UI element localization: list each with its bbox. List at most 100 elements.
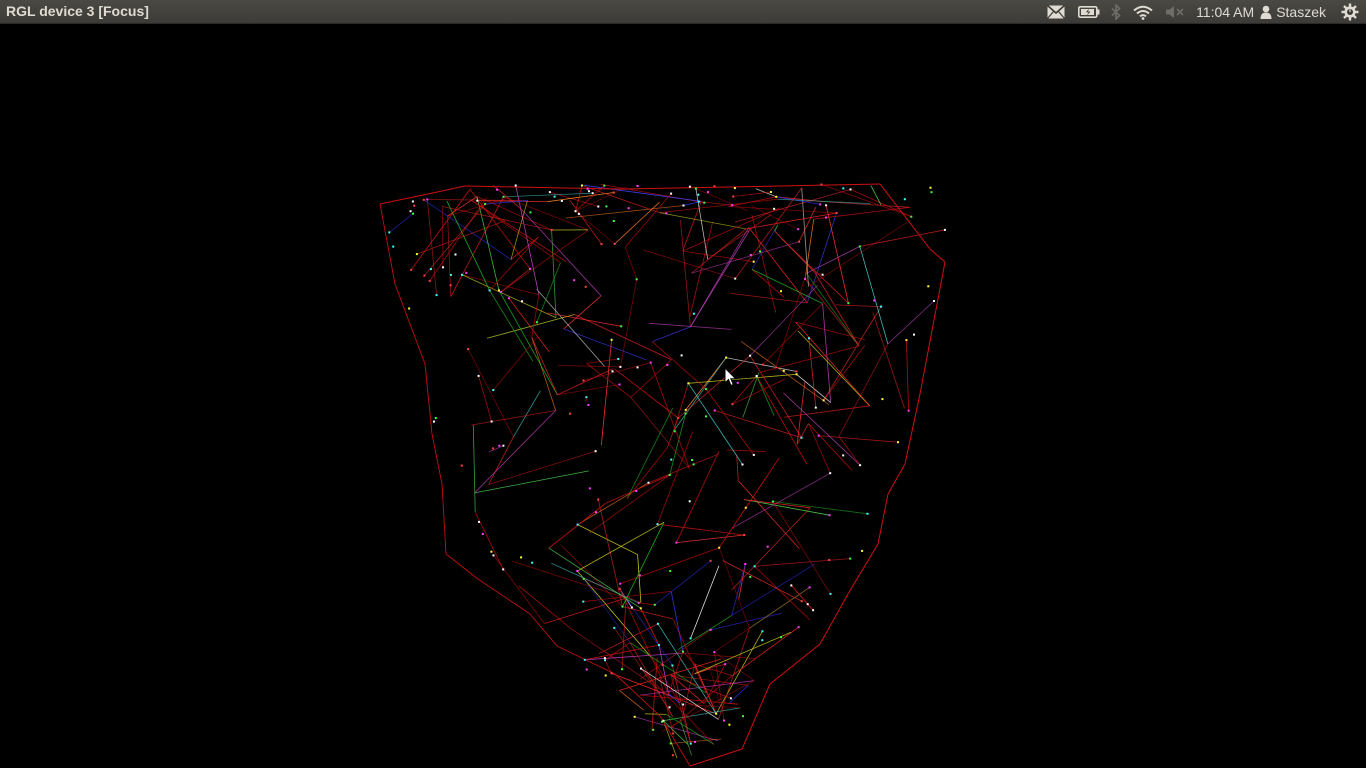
graph-edge bbox=[379, 203, 396, 285]
graph-node bbox=[411, 200, 414, 203]
wifi-icon[interactable] bbox=[1126, 0, 1160, 24]
graph-node bbox=[671, 754, 674, 757]
graph-edge bbox=[673, 357, 727, 432]
graph-edge bbox=[714, 587, 810, 653]
graph-node bbox=[649, 361, 652, 364]
graph-node bbox=[903, 198, 906, 201]
graph-edge bbox=[510, 236, 539, 260]
graph-edge bbox=[663, 720, 689, 745]
graph-edge bbox=[818, 435, 899, 443]
graph-edge bbox=[728, 206, 837, 214]
graph-node bbox=[604, 674, 607, 677]
graph-node bbox=[665, 212, 668, 215]
battery-icon[interactable] bbox=[1072, 0, 1106, 24]
graph-edge bbox=[756, 375, 775, 416]
graph-edge bbox=[731, 507, 811, 591]
graph-edge bbox=[705, 388, 755, 456]
mail-icon[interactable] bbox=[1040, 0, 1072, 24]
graph-edge bbox=[626, 447, 668, 499]
graph-node bbox=[755, 375, 758, 377]
graph-edge bbox=[689, 748, 743, 767]
graph-edge bbox=[619, 658, 722, 691]
bluetooth-icon[interactable] bbox=[1106, 0, 1126, 24]
graph-node bbox=[677, 417, 680, 419]
graph-edge bbox=[529, 613, 558, 647]
graph-node bbox=[520, 556, 523, 559]
window-title: RGL device 3 [Focus] bbox=[6, 3, 149, 19]
graph-node bbox=[492, 554, 495, 557]
graph-edge bbox=[598, 623, 659, 655]
graph-edge bbox=[703, 663, 726, 704]
graph-node bbox=[618, 587, 621, 590]
graph-edge bbox=[659, 198, 778, 214]
graph-edge bbox=[583, 184, 702, 202]
graph-node bbox=[668, 474, 671, 476]
graph-edge bbox=[416, 220, 506, 255]
graph-edge bbox=[619, 588, 669, 695]
graph-node bbox=[574, 210, 577, 213]
graph-edge bbox=[670, 591, 684, 652]
graph-node bbox=[594, 450, 597, 453]
graph-node bbox=[569, 412, 571, 415]
graph-node bbox=[808, 586, 811, 589]
graph-node bbox=[449, 273, 452, 276]
graph-edge bbox=[586, 358, 619, 364]
user-menu[interactable]: Staszek bbox=[1260, 0, 1334, 24]
graph-node bbox=[769, 191, 772, 193]
graph-node bbox=[682, 204, 685, 207]
graph-edge bbox=[557, 384, 620, 396]
graph-node bbox=[476, 199, 479, 202]
graph-edge bbox=[442, 206, 552, 231]
graph-node bbox=[694, 187, 697, 190]
graph-edge bbox=[682, 201, 702, 252]
graph-node bbox=[669, 742, 672, 745]
graph-node bbox=[742, 715, 744, 718]
graph-edge bbox=[669, 413, 686, 476]
graph-node bbox=[388, 231, 391, 234]
graph-node bbox=[514, 184, 517, 187]
graph-edge bbox=[557, 365, 621, 368]
graph-node bbox=[617, 358, 620, 360]
graph-node bbox=[639, 607, 642, 610]
graph-node bbox=[460, 464, 463, 467]
graph-edge bbox=[779, 183, 881, 187]
graph-edge bbox=[872, 312, 905, 409]
graph-node bbox=[741, 463, 744, 466]
graph-node bbox=[603, 657, 606, 660]
graph-node bbox=[675, 541, 678, 544]
graph-node bbox=[688, 185, 691, 188]
graph-edge bbox=[394, 283, 426, 365]
graph-edge bbox=[659, 715, 691, 767]
graph-node bbox=[797, 626, 800, 629]
graph-edge bbox=[796, 381, 806, 445]
graph-edge bbox=[634, 716, 719, 742]
graph-node bbox=[697, 193, 700, 196]
graph-node bbox=[913, 333, 915, 336]
graph-edge bbox=[661, 680, 755, 732]
graph-node bbox=[897, 441, 899, 444]
graph-node bbox=[582, 379, 585, 382]
graph-edge bbox=[557, 368, 614, 396]
volume-muted-icon[interactable] bbox=[1160, 0, 1190, 24]
power-gear-icon[interactable] bbox=[1334, 0, 1366, 24]
graph-edge bbox=[751, 205, 799, 230]
graph-node bbox=[817, 434, 820, 437]
clock[interactable]: 11:04 AM bbox=[1196, 4, 1255, 20]
graph-node bbox=[656, 523, 659, 526]
rgl-3d-viewport[interactable] bbox=[0, 24, 1366, 768]
graph-edge bbox=[795, 321, 866, 341]
graph-node bbox=[715, 712, 718, 715]
graph-node bbox=[829, 592, 832, 595]
graph-node bbox=[662, 719, 665, 722]
graph-edge bbox=[732, 378, 786, 405]
graph-node bbox=[673, 430, 676, 433]
graph-node bbox=[734, 277, 737, 280]
graph-node bbox=[461, 273, 463, 276]
graph-node bbox=[636, 366, 639, 369]
graph-edge bbox=[726, 357, 797, 372]
graph-edge bbox=[819, 593, 849, 645]
graph-node bbox=[731, 204, 734, 207]
graph-node bbox=[736, 381, 739, 384]
graph-node bbox=[668, 706, 671, 709]
graph-edge bbox=[488, 445, 504, 453]
